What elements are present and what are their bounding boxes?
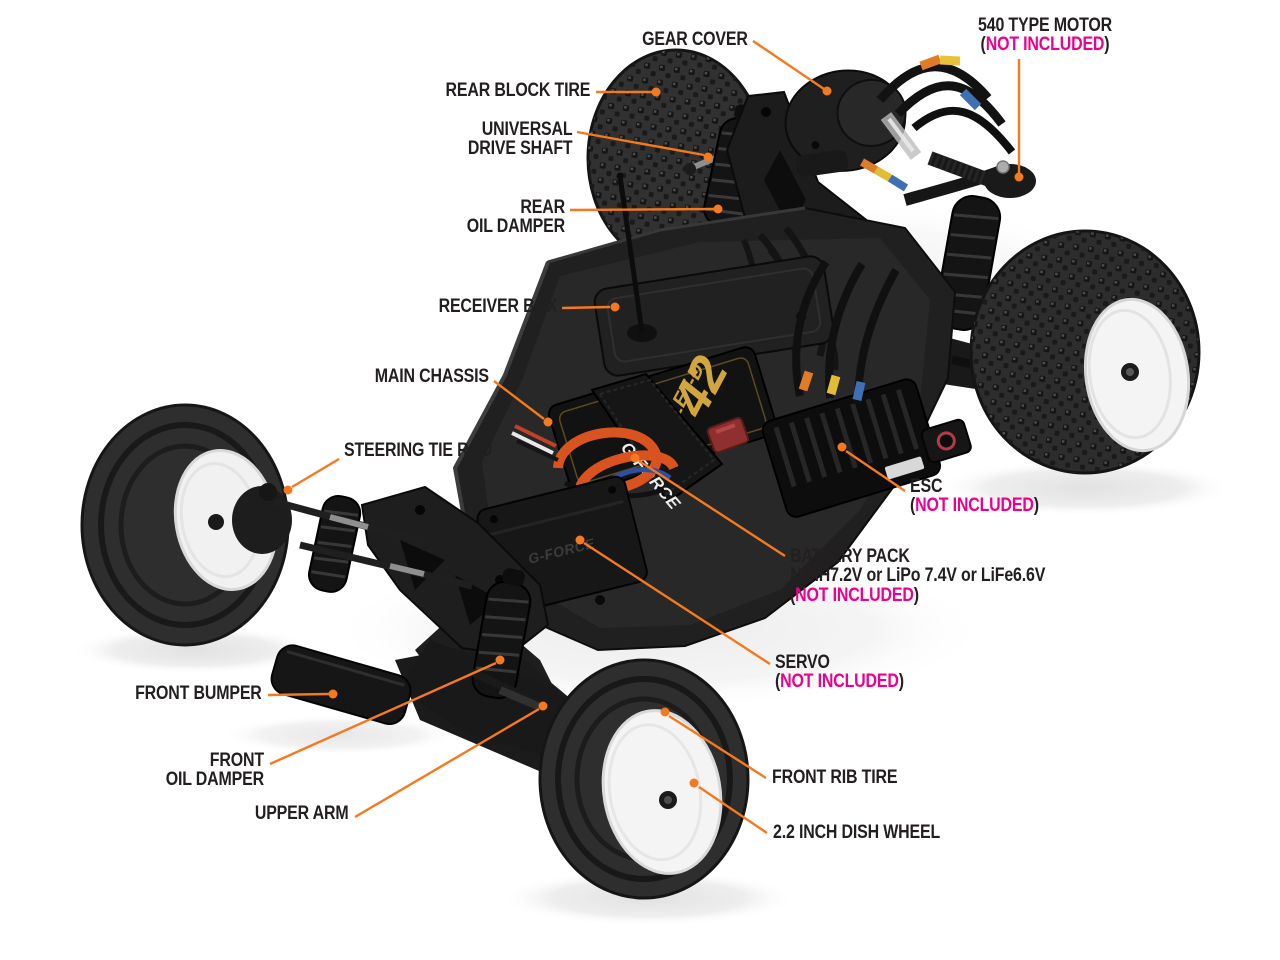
label-main-chassis: MAIN CHASSIS (374, 366, 489, 387)
steering-linkage-illustration (232, 483, 568, 720)
front-oil-damper-right-illustration (471, 568, 532, 700)
battery-pack-illustration: FORCE LLET-D 42 G-FORCE (547, 346, 778, 513)
leader-receiver-box (561, 302, 620, 312)
label-battery-pack: BATTERY PACK NiMH7.2V or LiPo 7.4V or Li… (790, 546, 1046, 606)
leader-rear-block-tire (596, 87, 661, 97)
receiver-box-illustration (593, 172, 835, 377)
label-esc: ESC (NOT INCLUDED) (910, 476, 1039, 517)
front-rib-tire-right-illustration (538, 658, 750, 900)
leader-lines (267, 40, 1024, 834)
label-rear-oil-damper: REAR OIL DAMPER (466, 197, 565, 238)
label-front-rib-tire: FRONT RIB TIRE (772, 767, 898, 788)
leader-steering-tie-rod (283, 457, 340, 495)
leader-servo (575, 535, 771, 666)
esc-illustration (761, 259, 972, 518)
not-included-note: (NOT INCLUDED) (790, 584, 919, 606)
leader-front-rib-tire (660, 707, 767, 780)
leader-esc (837, 442, 906, 492)
leader-universal-drive-shaft (576, 130, 713, 162)
leader-front-oil-damper (269, 655, 505, 766)
label-upper-arm: UPPER ARM (255, 803, 349, 824)
label-servo: SERVO (NOT INCLUDED) (775, 652, 904, 693)
label-gear-cover: GEAR COVER (642, 29, 748, 50)
label-receiver-box: RECEIVER BOX (438, 296, 557, 317)
not-included-note: (NOT INCLUDED) (775, 671, 904, 693)
leader-main-chassis (493, 380, 553, 427)
leader-rear-oil-damper (569, 204, 723, 214)
label-rear-block-tire: REAR BLOCK TIRE (445, 80, 590, 101)
front-rib-tire-left-illustration (80, 403, 290, 647)
label-front-oil-damper: FRONT OIL DAMPER (165, 750, 264, 791)
leader-gear-cover (752, 40, 832, 96)
label-dish-wheel: 2.2 INCH DISH WHEEL (773, 822, 941, 843)
not-included-note: (NOT INCLUDED) (980, 34, 1110, 56)
motor-wires-illustration (860, 54, 1036, 198)
leader-dish-wheel (689, 778, 768, 834)
label-front-bumper: FRONT BUMPER (135, 683, 262, 704)
leader-540-motor (1014, 59, 1024, 182)
not-included-note: (NOT INCLUDED) (910, 495, 1039, 517)
front-oil-damper-left-illustration (307, 495, 362, 593)
rear-block-tire-right-illustration (969, 229, 1201, 475)
leader-front-bumper (267, 689, 338, 699)
antenna-illustration (616, 172, 657, 342)
label-540-type-motor: 540 TYPE MOTOR (NOT INCLUDED) (944, 16, 1146, 55)
leader-battery-pack (630, 453, 786, 558)
label-steering-tie-rod: STEERING TIE ROD (344, 440, 493, 461)
label-universal-drive-shaft: UNIVERSAL DRIVE SHAFT (467, 119, 572, 160)
leader-upper-arm (354, 701, 548, 819)
